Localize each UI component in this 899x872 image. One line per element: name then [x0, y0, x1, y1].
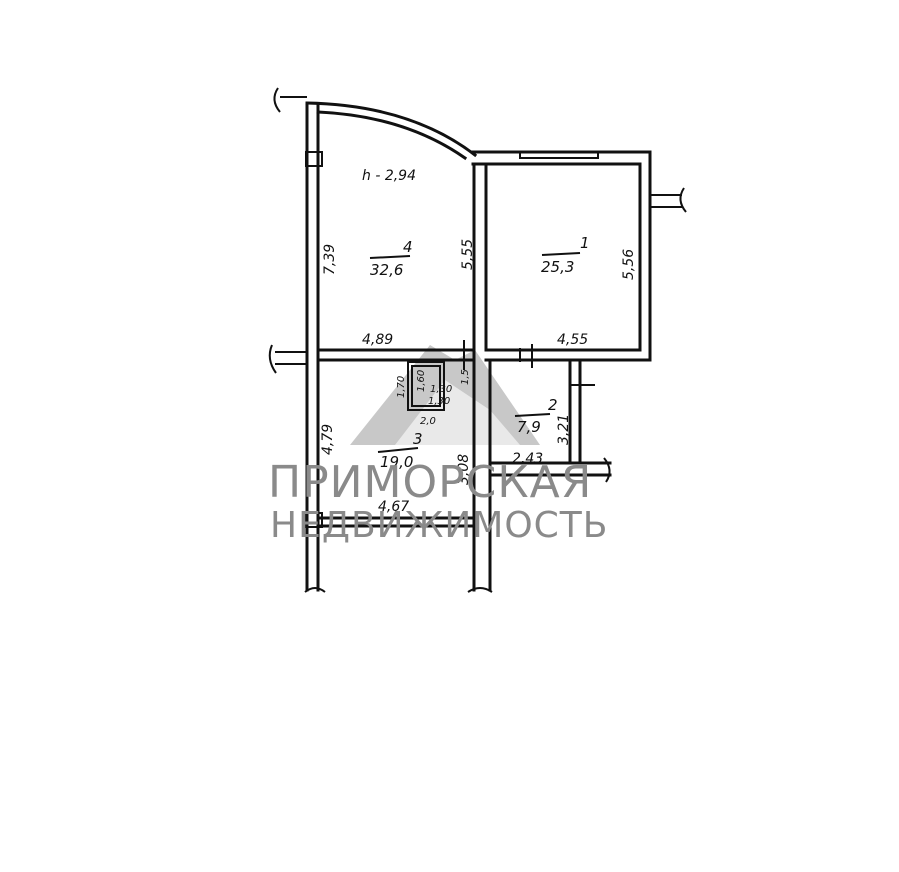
dim-room1-right: 5,56 [621, 249, 637, 280]
dim-closet-b: 1,60 [416, 370, 427, 392]
dim-closet-d: 1,30 [428, 396, 450, 407]
dim-room2-right: 3,21 [556, 414, 572, 445]
dim-closet-f: 2,0 [420, 416, 436, 427]
dim-closet-a: 1,70 [396, 376, 407, 398]
dim-room2-bottom: 2,43 [512, 451, 543, 467]
room-2-number: 2 [548, 396, 558, 414]
dim-room1-bottom: 4,55 [557, 332, 588, 348]
dim-room3-right: 3,08 [456, 454, 472, 485]
dim-room4-right: 5,55 [460, 239, 476, 270]
room-4-area: 32,6 [370, 261, 403, 279]
room-1-area: 25,3 [541, 258, 574, 276]
room-2-area: 7,9 [517, 418, 541, 436]
ceiling-height: h - 2,94 [362, 168, 416, 184]
dim-room4-bottom: 4,89 [362, 332, 393, 348]
room-1-number: 1 [580, 234, 590, 252]
dim-closet-c: 1,30 [430, 384, 452, 395]
dim-closet-e: 1,5 [460, 369, 471, 385]
walls [268, 87, 687, 593]
dim-room4-height: 7,39 [322, 244, 338, 275]
dim-room3-left: 4,79 [320, 424, 336, 455]
room-4-number: 4 [403, 238, 413, 256]
dim-room3-bottom: 4,67 [378, 499, 409, 515]
watermark-line1: ПРИМОРСКАЯ [268, 457, 592, 508]
watermark-line2: НЕДВИЖИМОСТЬ [270, 505, 609, 546]
room-3-area: 19,0 [380, 453, 413, 471]
room-3-number: 3 [413, 430, 423, 448]
